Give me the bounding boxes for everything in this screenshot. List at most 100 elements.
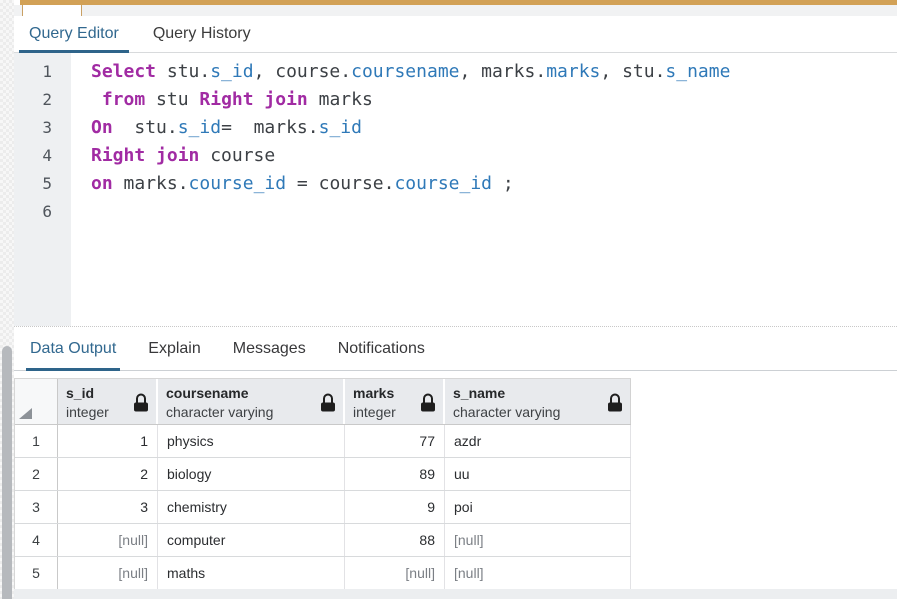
sql-token-pl: = marks. [221, 117, 319, 138]
sql-token-kw: Right join [199, 89, 308, 110]
column-name: s_name [453, 385, 506, 401]
sql-token-prop: course_id [188, 173, 287, 194]
line-number: 6 [42, 202, 52, 221]
output-tabbar: Data Output Explain Messages Notifications [14, 326, 897, 371]
cell-s-name[interactable]: [null] [445, 524, 631, 556]
lock-shackle [610, 393, 620, 403]
sql-token-prop: s_id [177, 117, 222, 138]
select-all-triangle-icon [19, 408, 32, 419]
select-all-corner[interactable] [15, 379, 58, 424]
code-line[interactable]: Select stu.s_id, course.coursename, mark… [91, 58, 897, 86]
tab-query-editor[interactable]: Query Editor [19, 16, 129, 53]
lock-icon [608, 393, 622, 411]
row-number[interactable]: 5 [15, 557, 58, 589]
row-number[interactable]: 1 [15, 425, 58, 457]
cell-marks[interactable]: 89 [345, 458, 445, 490]
sql-token-kw: Select [91, 61, 157, 82]
cell-s-id[interactable]: 3 [58, 491, 158, 523]
sql-token-pl: stu. [112, 117, 178, 138]
tab-messages[interactable]: Messages [232, 339, 306, 357]
sql-token-pl: marks. [112, 173, 189, 194]
code-line[interactable]: On stu.s_id= marks.s_id [91, 114, 897, 142]
sql-token-prop: coursename [351, 61, 460, 82]
lock-shackle [323, 393, 333, 403]
cell-marks[interactable]: [null] [345, 557, 445, 589]
sql-token-pl: = course. [286, 173, 395, 194]
code-line[interactable]: on marks.course_id = course.course_id ; [91, 170, 897, 198]
cell-coursename[interactable]: biology [158, 458, 345, 490]
code-line[interactable] [91, 198, 897, 226]
cell-s-name[interactable]: [null] [445, 557, 631, 589]
cell-coursename[interactable]: chemistry [158, 491, 345, 523]
lock-icon [321, 393, 335, 411]
cell-coursename[interactable]: maths [158, 557, 345, 589]
vertical-scrollbar-thumb[interactable] [2, 346, 12, 599]
column-type: integer [66, 404, 109, 420]
sql-token-pl: course [199, 145, 276, 166]
code-line[interactable]: from stu Right join marks [91, 86, 897, 114]
dock-tab-handle-icon[interactable] [22, 5, 82, 16]
lock-body [134, 402, 148, 411]
sql-token-pl: , marks. [459, 61, 547, 82]
lock-body [421, 402, 435, 411]
tab-notifications[interactable]: Notifications [337, 339, 425, 357]
sql-code-area[interactable]: Select stu.s_id, course.coursename, mark… [71, 53, 897, 326]
sql-token-pl: , course. [253, 61, 352, 82]
cell-s-id[interactable]: 2 [58, 458, 158, 490]
cell-coursename[interactable]: computer [158, 524, 345, 556]
lock-body [608, 402, 622, 411]
cell-s-id[interactable]: [null] [58, 557, 158, 589]
row-number[interactable]: 2 [15, 458, 58, 490]
sql-token-prop: s_id [318, 117, 362, 138]
code-line[interactable]: Right join course [91, 142, 897, 170]
row-number[interactable]: 3 [15, 491, 58, 523]
cell-marks[interactable]: 9 [345, 491, 445, 523]
grid-footer-strip [14, 589, 897, 599]
cell-s-id[interactable]: 1 [58, 425, 158, 457]
row-number[interactable]: 4 [15, 524, 58, 556]
lock-icon [134, 393, 148, 411]
line-number: 2 [42, 90, 52, 109]
cell-s-name[interactable]: azdr [445, 425, 631, 457]
tab-query-history[interactable]: Query History [152, 25, 251, 42]
table-row: 5[null]maths[null][null] [15, 557, 631, 590]
sql-token-kw: Right join [91, 145, 200, 166]
dock-edge [0, 0, 14, 599]
sql-token-kw: on [91, 173, 113, 194]
line-number: 4 [42, 146, 52, 165]
sql-token-pl: marks [307, 89, 373, 110]
cell-s-name[interactable]: poi [445, 491, 631, 523]
cell-marks[interactable]: 77 [345, 425, 445, 457]
tab-explain[interactable]: Explain [148, 339, 201, 357]
sql-token-prop: s_id [210, 61, 254, 82]
lock-shackle [423, 393, 433, 403]
panel-top-accent-border [20, 0, 897, 5]
sql-token-kw: from [101, 89, 146, 110]
tab-data-output[interactable]: Data Output [26, 327, 121, 371]
line-number: 5 [42, 174, 52, 193]
cell-marks[interactable]: 88 [345, 524, 445, 556]
sql-token-prop: marks [546, 61, 601, 82]
sql-token-prop: s_name [665, 61, 731, 82]
cell-coursename[interactable]: physics [158, 425, 345, 457]
line-number: 3 [42, 118, 52, 137]
cell-s-name[interactable]: uu [445, 458, 631, 490]
lock-body [321, 402, 335, 411]
column-type: integer [353, 404, 396, 420]
sql-token-pl: , stu. [600, 61, 666, 82]
cell-s-id[interactable]: [null] [58, 524, 158, 556]
panel-dock-strip [14, 5, 897, 16]
